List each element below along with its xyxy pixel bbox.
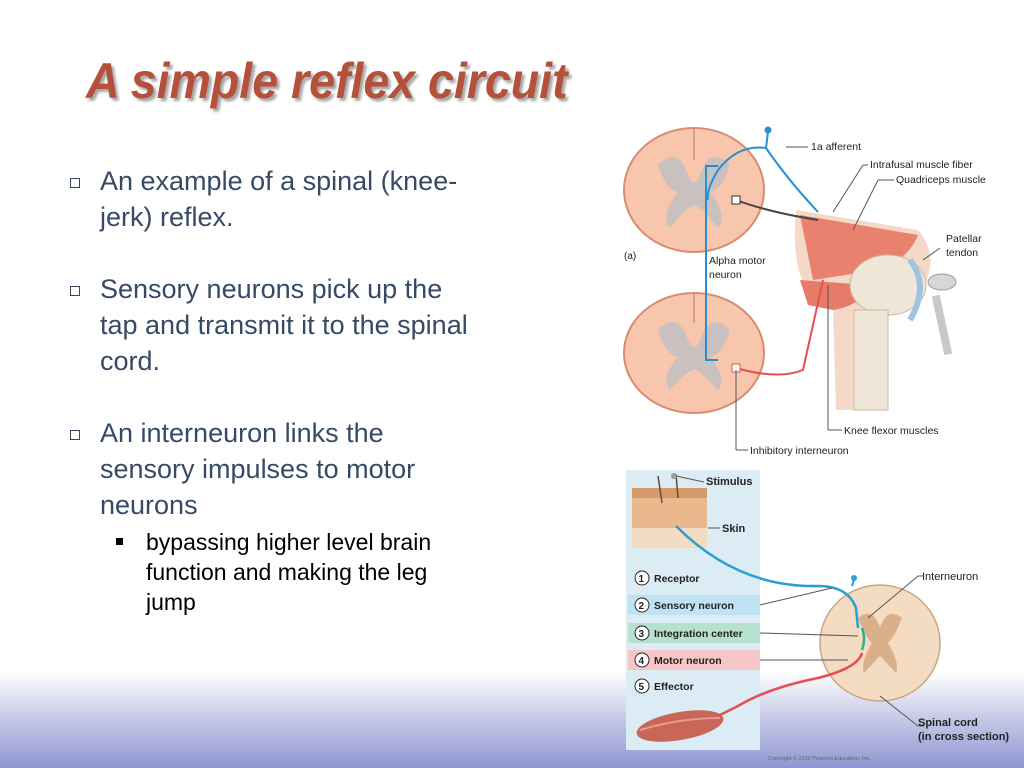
step-label-motor-neuron: Motor neuron: [654, 655, 722, 667]
leg-knee-icon: [794, 210, 931, 411]
label-skin: Skin: [722, 523, 746, 535]
reflex-arc-diagram: Stimulus Skin 1 Receptor 2 Sensory neuro…: [626, 470, 1009, 762]
step-bar-integration: [628, 623, 760, 643]
muscle-effector-icon: [636, 710, 724, 742]
bullet-text: Sensory neurons pick up the tap and tran…: [100, 274, 468, 376]
label-patellar: Patellar: [946, 233, 982, 245]
step-bar-receptor: [628, 568, 760, 588]
slide-title: A simple reflex circuit: [86, 53, 568, 109]
spinal-cord-upper-icon: [623, 127, 765, 253]
label-alpha-motor: Alpha motor: [709, 255, 766, 267]
step-bar-effector: [628, 676, 760, 696]
hollow-square-bullet-icon: [70, 286, 80, 296]
step-number-circle-icon: [634, 652, 650, 668]
step-number-circle-icon: [634, 625, 650, 641]
hollow-square-bullet-icon: [70, 430, 80, 440]
label-quadriceps-muscle: Quadriceps muscle: [896, 174, 986, 186]
label-spinal-cord: Spinal cord: [918, 717, 978, 729]
filled-square-bullet-icon: [116, 538, 123, 545]
spinal-cord-lower-icon: [623, 292, 765, 414]
bullet-text: An example of a spinal (knee-jerk) refle…: [100, 166, 458, 232]
step-bar-sensory: [628, 595, 760, 615]
step-label-receptor: Receptor: [654, 573, 700, 585]
sub-bullet-item: bypassing higher level brain function an…: [116, 527, 470, 617]
label-in-cross-section: (in cross section): [918, 731, 1009, 743]
bullet-item: Sensory neurons pick up the tap and tran…: [70, 271, 470, 379]
label-knee-flexor-muscles: Knee flexor muscles: [844, 425, 939, 437]
step-number: 3: [639, 629, 645, 640]
bullet-item: An interneuron links the sensory impulse…: [70, 415, 470, 617]
bullet-list: An example of a spinal (knee-jerk) refle…: [70, 163, 470, 617]
step-label-effector: Effector: [654, 681, 694, 693]
step-label-sensory-neuron: Sensory neuron: [654, 600, 734, 612]
sub-bullet-text: bypassing higher level brain function an…: [146, 529, 432, 615]
label-inhibitory-interneuron: Inhibitory interneuron: [750, 445, 849, 457]
hollow-square-bullet-icon: [70, 178, 80, 188]
step-number-circle-icon: [634, 570, 650, 586]
step-number-circle-icon: [634, 678, 650, 694]
label-neuron: neuron: [709, 269, 742, 281]
step-number: 4: [639, 656, 645, 667]
skin-block-icon: [632, 473, 707, 548]
label-stimulus: Stimulus: [706, 476, 752, 488]
label-tendon: tendon: [946, 247, 978, 259]
step-label-integration-center: Integration center: [654, 628, 743, 640]
label-interneuron: Interneuron: [922, 571, 978, 583]
step-number: 2: [639, 601, 645, 612]
step-bar-motor: [628, 650, 760, 670]
spinal-cord-cross-section-icon: [819, 584, 941, 702]
step-number-circle-icon: [634, 597, 650, 613]
bullet-item: An example of a spinal (knee-jerk) refle…: [70, 163, 470, 235]
copyright-notice: Copyright © 2010 Pearson Education, Inc.: [768, 755, 871, 762]
label-1a-afferent: 1a afferent: [811, 141, 861, 153]
panel-label: (a): [624, 251, 636, 262]
bullet-text: An interneuron links the sensory impulse…: [100, 418, 416, 520]
step-number: 5: [639, 682, 645, 693]
label-intrafusal-muscle-fiber: Intrafusal muscle fiber: [870, 159, 973, 171]
step-number: 1: [639, 574, 645, 585]
knee-jerk-reflex-diagram: (a) 1a afferent Intrafusal muscle fiber …: [623, 126, 986, 457]
reflex-hammer-icon: [927, 273, 957, 356]
